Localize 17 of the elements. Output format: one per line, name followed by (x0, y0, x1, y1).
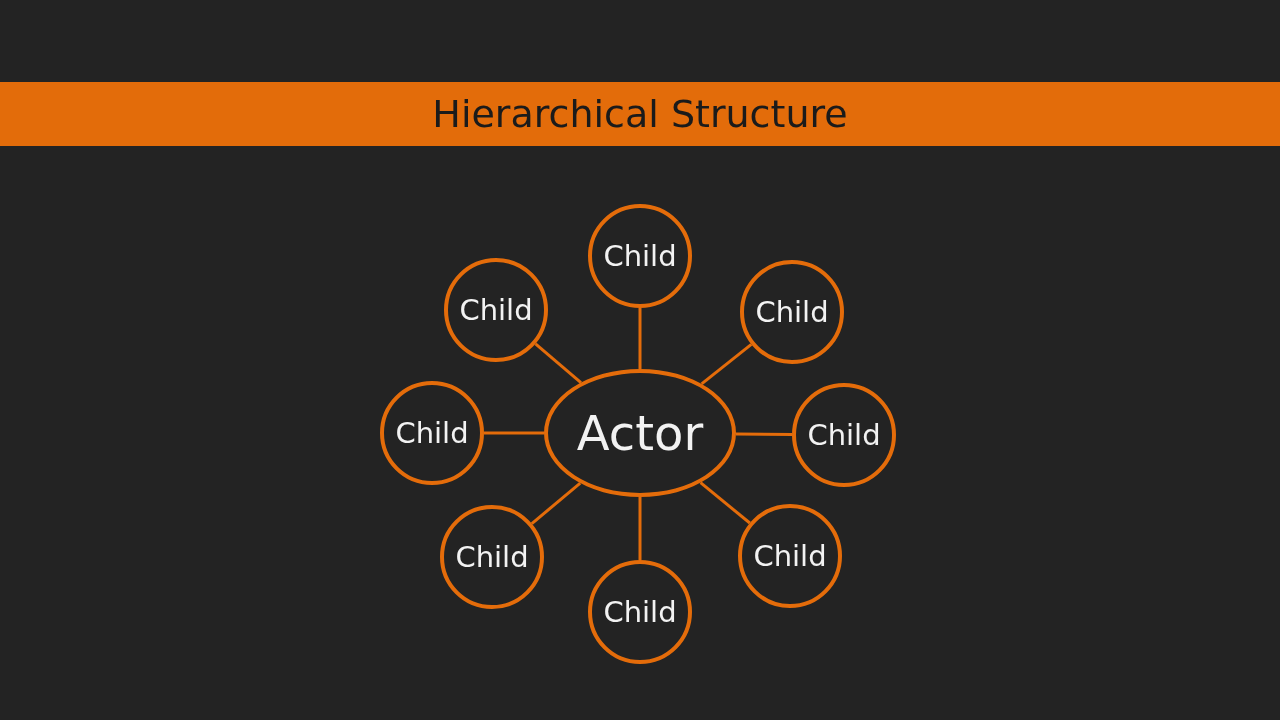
node-label: Child (807, 418, 881, 452)
node-label: Child (753, 539, 827, 573)
connector-line (700, 343, 753, 386)
connector-line (534, 342, 582, 384)
node-label: Child (459, 293, 533, 327)
connector-line (638, 308, 642, 369)
node-label: Actor (576, 405, 704, 461)
connector-line (638, 497, 642, 560)
connector-line (530, 481, 582, 525)
title: Hierarchical Structure (432, 92, 848, 136)
node-label: Child (603, 239, 677, 273)
node-label: Child (755, 295, 829, 329)
node-label: Child (603, 595, 677, 629)
node-label: Child (455, 540, 529, 574)
connector-line (699, 481, 751, 525)
node-label: Child (395, 416, 469, 450)
connector-line (735, 432, 792, 436)
